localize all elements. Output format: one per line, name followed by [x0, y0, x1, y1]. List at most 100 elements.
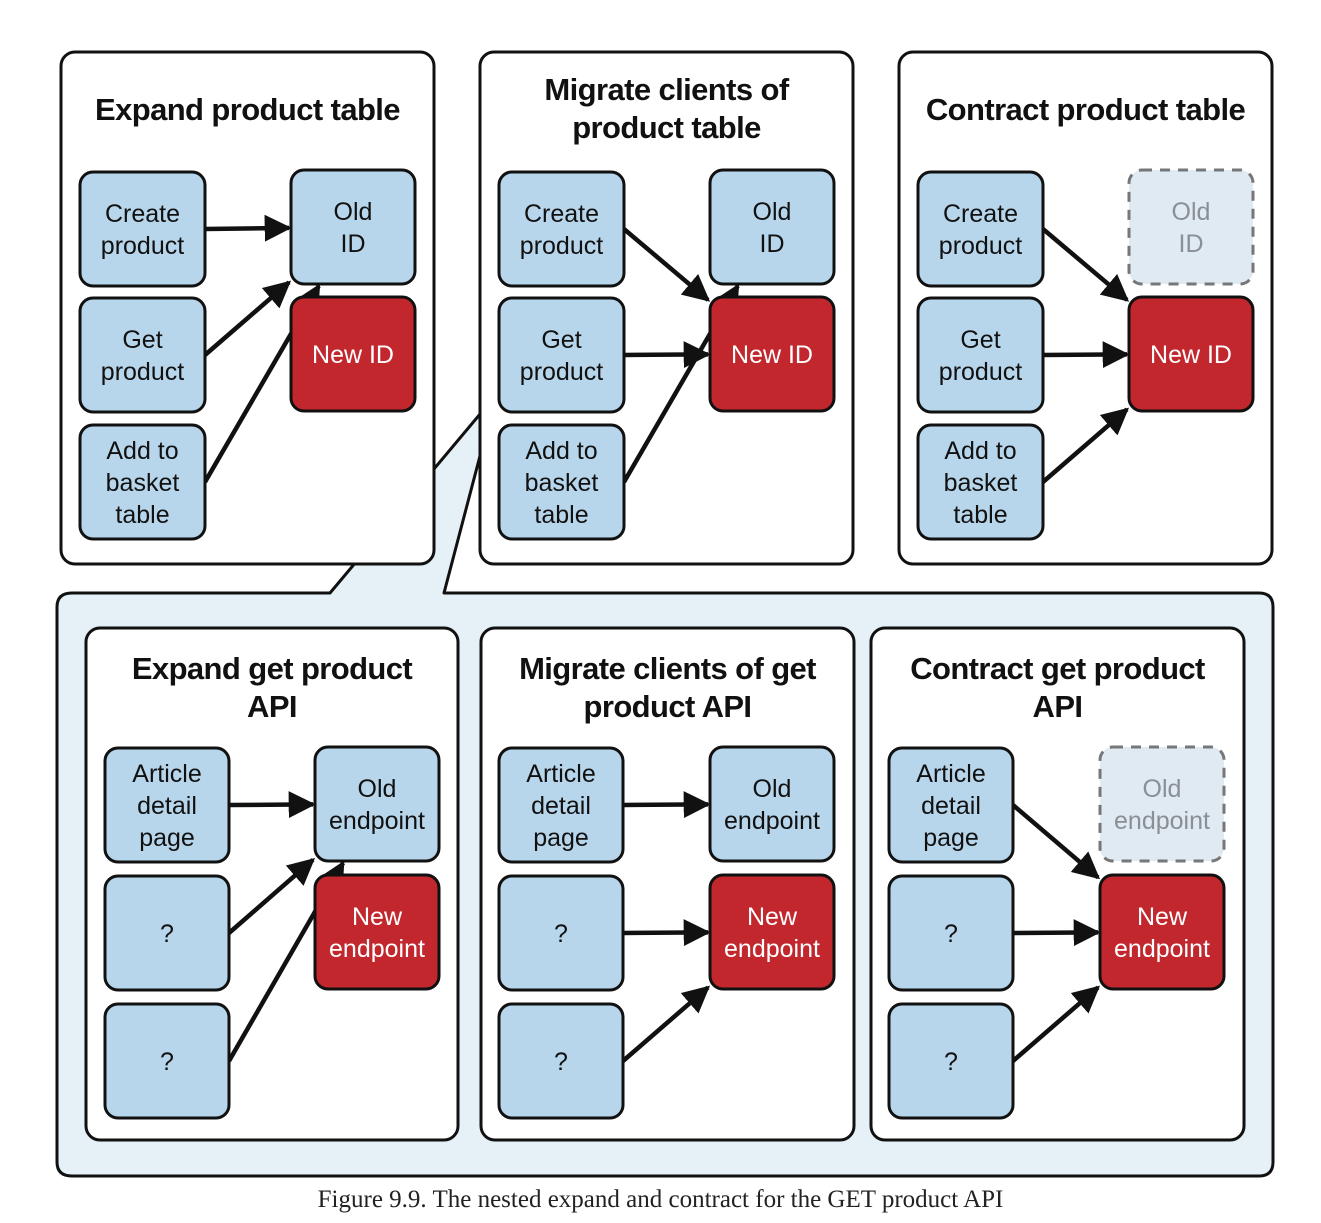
node-label: New ID — [731, 341, 813, 369]
arrow-article-detail-page-to-new-endpoint — [1011, 803, 1101, 880]
node-box — [78, 296, 207, 414]
node-label-line: Article — [132, 760, 201, 788]
node-label: ? — [944, 1048, 958, 1076]
node-label-line: ? — [554, 1048, 568, 1076]
node-label-line: New — [747, 903, 798, 931]
arrow-add-to-basket-table-to-new-id — [1041, 407, 1130, 484]
node-label-line: basket — [944, 469, 1018, 497]
node-label: ? — [160, 920, 174, 948]
node-label-line: New — [352, 903, 403, 931]
node-label-line: table — [953, 501, 1007, 529]
panel-title-line: API — [1033, 689, 1083, 724]
new-node-new-id: New ID — [708, 295, 836, 413]
node-box — [497, 746, 625, 864]
arrow-get-product-to-old-id — [203, 280, 292, 357]
arrow-unknown-to-new-endpoint — [621, 985, 711, 1063]
client-node-unknown: ? — [887, 1002, 1015, 1120]
node-box — [887, 746, 1015, 864]
panel-title-line: Expand get product — [132, 651, 413, 686]
arrow-unknown-to-old-endpoint — [227, 858, 316, 935]
panel-title: Contract product table — [926, 92, 1246, 127]
node-label-line: basket — [525, 469, 599, 497]
arrow-create-product-to-new-id — [1041, 227, 1130, 302]
node-label-line: Old — [1172, 198, 1211, 226]
node-label-line: Add to — [106, 437, 178, 465]
new-node-new-id: New ID — [289, 295, 417, 413]
node-box — [1098, 745, 1226, 863]
node-box — [497, 423, 626, 541]
node-box — [497, 296, 626, 414]
client-node-unknown: ? — [887, 874, 1015, 992]
new-node-new-endpoint: New endpoint — [313, 873, 441, 991]
node-box — [289, 295, 417, 413]
client-node-unknown: ? — [497, 874, 625, 992]
node-box — [78, 170, 207, 288]
panel-title-line: Expand product table — [95, 92, 400, 127]
node-label-line: Get — [541, 326, 581, 354]
arrow-article-detail-page-to-old-endpoint — [622, 791, 711, 819]
node-box — [103, 874, 231, 992]
node-label-line: Old — [358, 775, 397, 803]
node-label: Get product — [520, 326, 603, 386]
node-label-line: Add to — [525, 437, 597, 465]
node-box — [103, 1002, 231, 1120]
panel-title-line: Migrate clients of — [544, 72, 789, 107]
node-label-line: endpoint — [329, 807, 425, 835]
node-label-line: product — [101, 232, 184, 260]
node-label-line: New ID — [731, 341, 813, 369]
node-label-line: Create — [943, 200, 1018, 228]
node-label: Old endpoint — [329, 775, 425, 835]
node-label: New ID — [312, 341, 394, 369]
node-box — [916, 170, 1045, 288]
node-label-line: Article — [526, 760, 595, 788]
node-label-line: Old — [1143, 775, 1182, 803]
new-node-new-id: New ID — [1127, 295, 1255, 413]
node-label-line: ? — [160, 920, 174, 948]
node-label-line: ? — [554, 920, 568, 948]
node-box — [313, 745, 441, 863]
node-label-line: Old — [334, 198, 373, 226]
node-box — [289, 168, 417, 286]
panel-title-line: API — [247, 689, 297, 724]
node-label-line: product — [101, 358, 184, 386]
node-box — [708, 873, 836, 991]
node-label-line: product — [520, 358, 603, 386]
node-box — [497, 170, 626, 288]
node-label-line: Old — [753, 198, 792, 226]
node-label-line: endpoint — [329, 935, 425, 963]
node-box — [708, 295, 836, 413]
panel-title-line: product table — [572, 110, 761, 145]
node-box — [1127, 168, 1255, 286]
node-label-line: basket — [106, 469, 180, 497]
arrow-create-product-to-old-id — [204, 214, 292, 242]
node-label: New ID — [1150, 341, 1232, 369]
node-box — [1098, 873, 1226, 991]
node-box — [497, 874, 625, 992]
node-box — [916, 423, 1045, 541]
node-label: ? — [160, 1048, 174, 1076]
panel-title-line: Contract product table — [926, 92, 1246, 127]
node-box — [497, 1002, 625, 1120]
arrow-article-detail-page-to-old-endpoint — [228, 791, 316, 819]
